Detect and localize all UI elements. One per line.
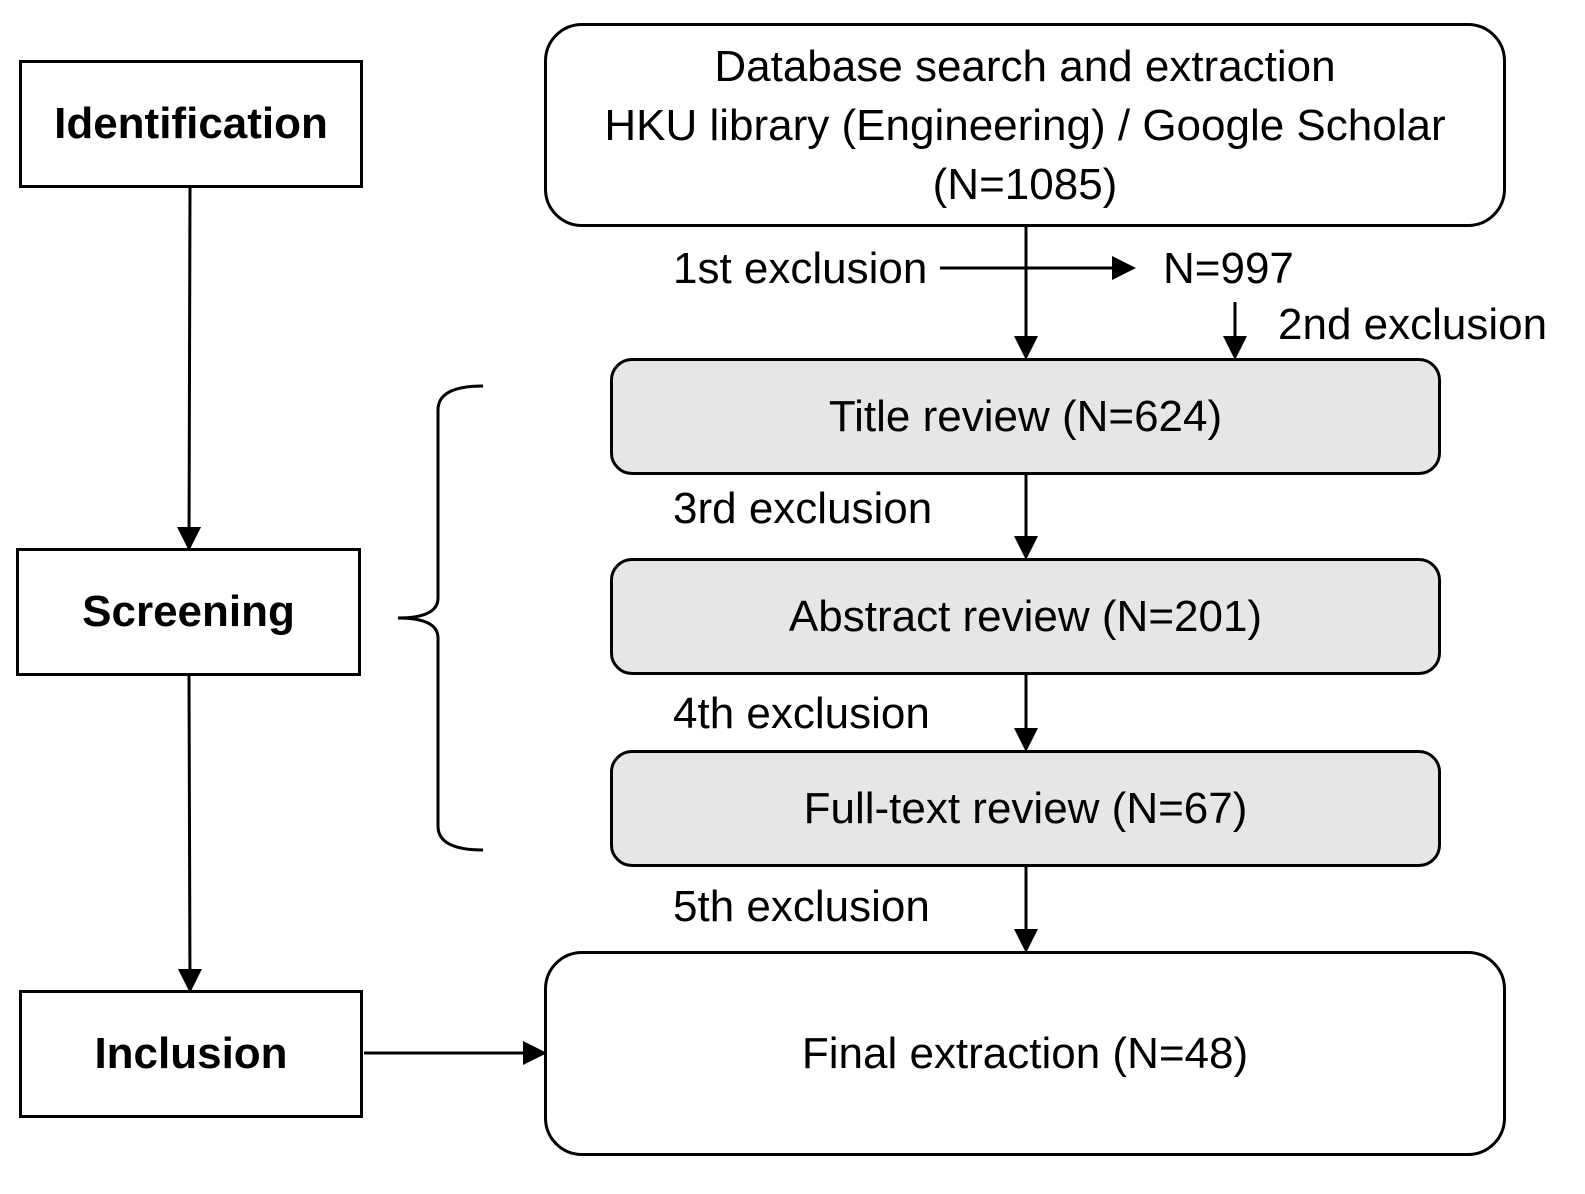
- abstract-review-label: Abstract review (N=201): [788, 592, 1263, 641]
- database-search-box: Database search and extraction HKU libra…: [544, 23, 1506, 227]
- stage-inclusion: Inclusion: [19, 990, 363, 1118]
- n-after-first-exclusion: N=997: [1163, 244, 1294, 293]
- final-extraction-label: Final extraction (N=48): [801, 1029, 1249, 1078]
- fulltext-review-label: Full-text review (N=67): [803, 784, 1248, 833]
- stage-identification-label: Identification: [54, 99, 328, 148]
- title-review-box: Title review (N=624): [610, 358, 1441, 475]
- arrow-identification-to-screening: [177, 187, 202, 551]
- first-exclusion-label: 1st exclusion: [673, 244, 928, 293]
- screening-brace: [397, 384, 484, 852]
- database-box-line2: HKU library (Engineering) / Google Schol…: [604, 100, 1446, 150]
- second-exclusion-label: 2nd exclusion: [1278, 300, 1548, 349]
- stage-identification: Identification: [19, 60, 363, 188]
- database-box-line1: Database search and extraction: [714, 41, 1336, 91]
- title-review-label: Title review (N=624): [828, 392, 1223, 441]
- stage-screening: Screening: [16, 548, 361, 676]
- third-exclusion-label: 3rd exclusion: [673, 484, 933, 533]
- fifth-exclusion-label: 5th exclusion: [673, 882, 930, 931]
- fourth-exclusion-label: 4th exclusion: [673, 689, 930, 738]
- stage-screening-label: Screening: [82, 587, 295, 636]
- fulltext-review-box: Full-text review (N=67): [610, 750, 1441, 867]
- arrow-screening-to-inclusion: [177, 675, 202, 993]
- final-extraction-box: Final extraction (N=48): [544, 951, 1506, 1156]
- stage-inclusion-label: Inclusion: [94, 1029, 288, 1078]
- abstract-review-box: Abstract review (N=201): [610, 558, 1441, 675]
- database-box-line3: (N=1085): [932, 159, 1118, 209]
